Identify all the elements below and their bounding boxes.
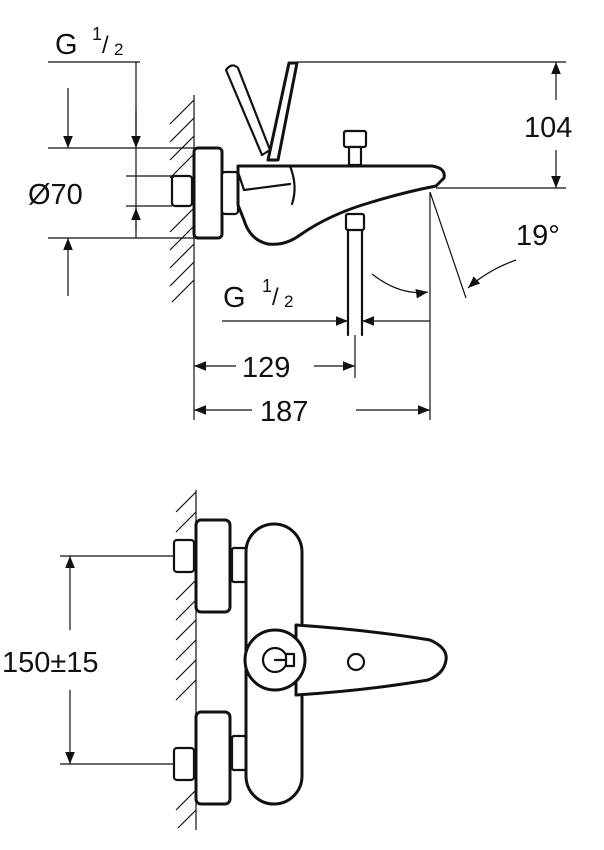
dim-height: 104 [297, 61, 572, 189]
dim-thread-outlet-num: 1 [262, 276, 272, 296]
dim-total-projection-label: 187 [260, 396, 308, 428]
dim-thread-top-slash: / [102, 32, 109, 59]
eccentric-connector [220, 170, 240, 216]
lower-escutcheon [194, 710, 232, 806]
diverter-knob [342, 129, 368, 149]
dim-height-label: 104 [524, 112, 572, 144]
dim-diameter: Ø70 [28, 88, 194, 296]
dim-outlet-projection: 129 [193, 300, 356, 420]
upper-nut [172, 538, 196, 574]
dim-total-projection: 187 [194, 300, 431, 428]
mixer-body [236, 164, 446, 246]
dim-diameter-label: Ø70 [28, 179, 83, 211]
lever-front [294, 623, 448, 697]
dim-thread-outlet-den: 2 [284, 292, 293, 311]
dim-thread-outlet-g: G [223, 282, 246, 314]
lower-nut [172, 746, 196, 782]
lower-connector [230, 734, 248, 772]
lever-closed [266, 61, 299, 162]
dim-thread-outlet-slash: / [272, 284, 279, 311]
lever-open [224, 64, 272, 157]
dim-thread-top-den: 2 [114, 40, 123, 59]
upper-connector [230, 546, 248, 584]
dim-thread-top: G 1 / 2 [48, 24, 141, 238]
dim-center-distance-label: 150±15 [2, 647, 99, 679]
dim-thread-outlet: G 1 / 2 [222, 276, 430, 326]
escutcheon [192, 146, 224, 240]
dim-center-distance: 150±15 [2, 555, 174, 765]
connection-nut [170, 174, 194, 208]
front-view: 150±15 [2, 490, 448, 830]
dim-angle-label: 19° [516, 220, 560, 252]
lever-end-hole [346, 652, 366, 672]
dim-thread-top-num: 1 [92, 24, 102, 44]
dim-outlet-projection-label: 129 [242, 352, 290, 384]
upper-escutcheon [194, 518, 232, 614]
outlet-connection [344, 212, 366, 232]
dim-thread-top-g: G [55, 29, 78, 61]
side-view: 104 G 1 / 2 Ø70 19 [28, 24, 572, 428]
dim-angle: 19° [371, 191, 560, 300]
